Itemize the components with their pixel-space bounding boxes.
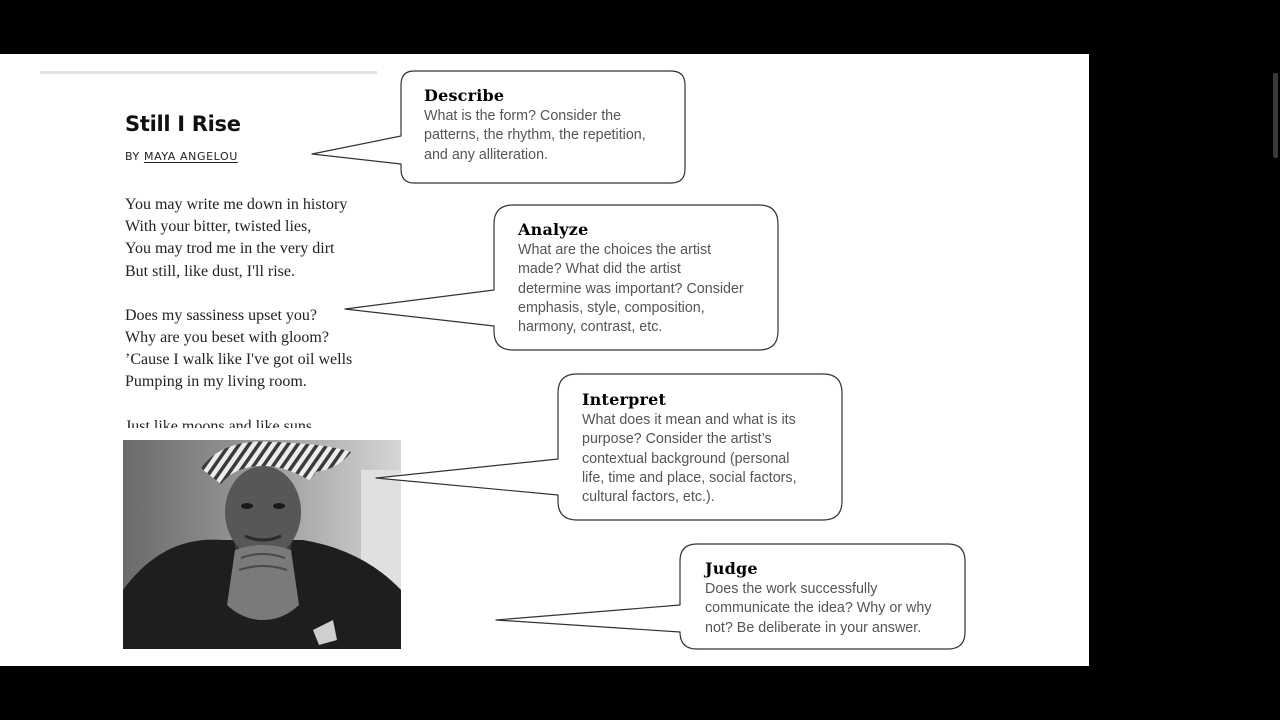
judge-bubble [495, 543, 966, 650]
scrollbar-thumb[interactable] [1273, 73, 1278, 158]
analyze-line: What are the choices the artist [518, 242, 712, 259]
analyze-bubble [344, 204, 779, 351]
stanza: You may write me down in history With yo… [125, 194, 385, 283]
stanza: Just like moons and like suns [125, 416, 385, 428]
author-link[interactable]: MAYA ANGELOU [143, 150, 238, 163]
top-rule [40, 71, 377, 74]
interpret-heading: Interpret [582, 390, 667, 409]
judge-line: Does the work successfully [705, 581, 878, 598]
poem-line: Pumping in my living room. [125, 373, 307, 391]
analyze-line: emphasis, style, composition, [518, 299, 705, 316]
interpret-callout: Interpret What does it mean and what is … [582, 390, 797, 507]
analyze-line: determine was important? Consider [518, 280, 744, 297]
author-portrait [123, 440, 401, 649]
judge-heading: Judge [705, 559, 758, 578]
interpret-line: What does it mean and what is its [582, 412, 796, 429]
byline: BY MAYA ANGELOU [125, 150, 238, 163]
callout-bubbles [311, 70, 966, 650]
describe-line: and any alliteration. [424, 146, 548, 163]
judge-line: communicate the idea? Why or why [705, 600, 932, 617]
poem-line: Why are you beset with gloom? [125, 329, 329, 347]
describe-bubble [311, 70, 686, 184]
describe-heading: Describe [424, 86, 505, 105]
judge-callout: Judge Does the work successfully communi… [705, 559, 931, 638]
describe-line: What is the form? Consider the [424, 108, 622, 125]
poem-line: But still, like dust, I'll rise. [125, 262, 295, 280]
stanza: Does my sassiness upset you? Why are you… [125, 305, 385, 394]
poem-line: You may write me down in history [125, 196, 348, 213]
analyze-line: made? What did the artist [518, 261, 681, 278]
poem-text: You may write me down in history With yo… [125, 194, 385, 428]
poem-line: Does my sassiness upset you? [125, 306, 317, 324]
byline-prefix: BY [125, 150, 140, 163]
describe-callout: Describe What is the form? Consider the … [424, 86, 646, 165]
judge-line: not? Be deliberate in your answer. [705, 619, 922, 636]
interpret-bubble [375, 373, 843, 521]
poem-line: Just like moons and like suns [125, 417, 313, 428]
poem-line: You may trod me in the very dirt [125, 240, 335, 258]
interpret-line: cultural factors, etc.). [582, 489, 715, 506]
portrait-illustration [123, 440, 401, 649]
poem-line: With your bitter, twisted lies, [125, 218, 312, 236]
analyze-line: harmony, contrast, etc. [518, 319, 663, 336]
interpret-line: purpose? Consider the artist’s [582, 431, 772, 448]
slide: Still I Rise BY MAYA ANGELOU You may wri… [0, 54, 1089, 666]
analyze-heading: Analyze [518, 220, 589, 239]
poem-line: ’Cause I walk like I've got oil wells [125, 351, 353, 369]
analyze-callout: Analyze What are the choices the artist … [518, 220, 744, 337]
poem-title: Still I Rise [125, 112, 241, 136]
interpret-line: contextual background (personal [582, 450, 790, 467]
describe-line: patterns, the rhythm, the repetition, [424, 127, 646, 144]
interpret-line: life, time and place, social factors, [582, 469, 797, 486]
